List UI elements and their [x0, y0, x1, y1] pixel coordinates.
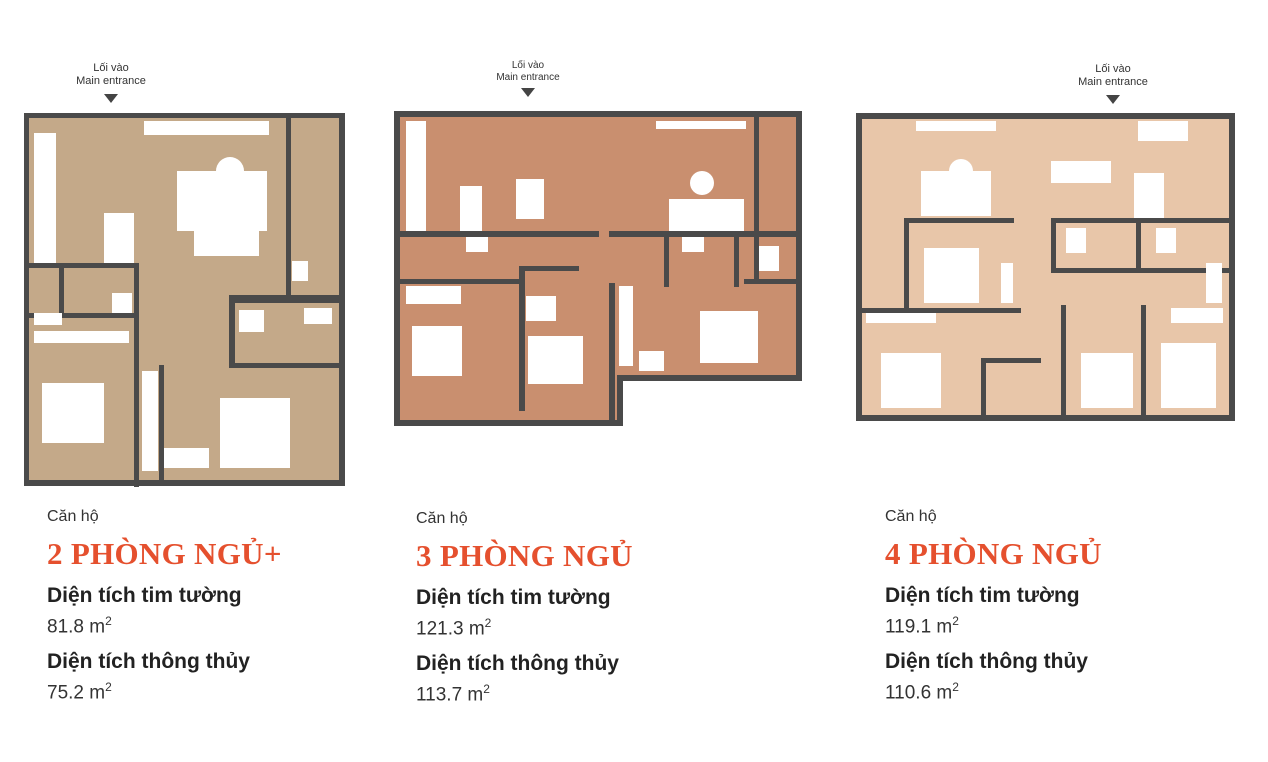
entrance-label-en: Main entrance [76, 75, 146, 87]
apartment-kind: Căn hộ [416, 510, 468, 527]
entrance-arrow-icon [104, 94, 118, 103]
clear-area-value: 113.7 m2 [416, 682, 490, 706]
floor-plan-3-bedroom [394, 111, 802, 426]
wall-area-label: Diện tích tim tường [416, 586, 611, 609]
wall-area-label: Diện tích tim tường [47, 584, 242, 607]
clear-area-label: Diện tích thông thủy [47, 650, 250, 674]
floor-plan-2-bedroom [24, 113, 345, 487]
clear-area-label: Diện tích thông thủy [885, 650, 1088, 674]
apartment-title: 4 PHÒNG NGỦ [885, 536, 1102, 571]
entrance-label-en: Main entrance [496, 72, 560, 83]
floor-plan-4-bedroom [856, 113, 1235, 421]
clear-area-value: 110.6 m2 [885, 680, 959, 704]
wall-area-value: 119.1 m2 [885, 614, 959, 638]
entrance-arrow-icon [521, 88, 535, 97]
clear-area-value: 75.2 m2 [47, 680, 112, 704]
entrance-marker-1: Lối vào Main entrance [51, 62, 171, 103]
apartment-kind: Căn hộ [47, 508, 99, 525]
apartment-title: 2 PHÒNG NGỦ+ [47, 536, 282, 571]
apartment-kind: Căn hộ [885, 508, 937, 525]
entrance-marker-3: Lối vào Main entrance [1053, 63, 1173, 104]
wall-area-label: Diện tích tim tường [885, 584, 1080, 607]
clear-area-label: Diện tích thông thủy [416, 652, 619, 676]
apartment-info-4-bedroom: Căn hộ 4 PHÒNG NGỦ Diện tích tim tường 1… [885, 508, 1102, 705]
apartment-info-3-bedroom: Căn hộ 3 PHÒNG NGỦ Diện tích tim tường 1… [416, 510, 633, 707]
entrance-marker-2: Lối vào Main entrance [468, 60, 588, 97]
entrance-label-en: Main entrance [1078, 76, 1148, 88]
apartment-info-2-bedroom: Căn hộ 2 PHÒNG NGỦ+ Diện tích tim tường … [47, 508, 282, 705]
entrance-label-vi: Lối vào [511, 60, 545, 71]
entrance-label-vi: Lối vào [1095, 63, 1131, 75]
wall-area-value: 121.3 m2 [416, 616, 492, 640]
apartment-title: 3 PHÒNG NGỦ [416, 538, 633, 573]
wall-area-value: 81.8 m2 [47, 614, 112, 638]
entrance-arrow-icon [1106, 95, 1120, 104]
entrance-label-vi: Lối vào [93, 62, 129, 74]
